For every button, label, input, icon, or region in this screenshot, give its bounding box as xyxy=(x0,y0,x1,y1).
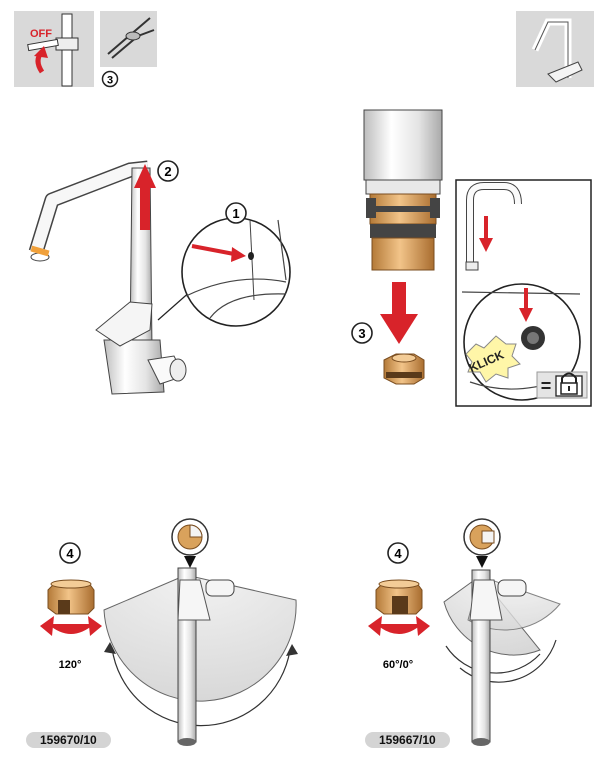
shutoff-valve-icon xyxy=(14,11,94,87)
click-detail-box xyxy=(455,179,592,407)
faucet-icon xyxy=(516,11,594,87)
pliers-icon xyxy=(100,11,157,67)
limit-nut-left xyxy=(40,579,102,636)
lever-left xyxy=(171,518,235,746)
equals-sign: = xyxy=(541,376,552,396)
step-badge-remove xyxy=(351,322,373,344)
step-badge-limit-left xyxy=(59,542,81,564)
limit-right-step-number: 4 xyxy=(394,546,402,561)
part-number-left: 159670/10 xyxy=(26,732,111,748)
step-badge-lift xyxy=(157,160,179,182)
step-badge-screw xyxy=(225,202,247,224)
magnified-grub-screw xyxy=(181,217,291,327)
angle-label-right: 60°/0° xyxy=(383,659,413,671)
part-number-right: 159667/10 xyxy=(365,732,450,748)
faucet-main xyxy=(28,160,187,395)
rotation-fan-left xyxy=(103,574,298,727)
lift-step-number: 2 xyxy=(164,164,171,179)
angle-label-left: 120° xyxy=(59,659,82,671)
lever-right xyxy=(463,518,527,746)
screw-step-number: 1 xyxy=(232,206,239,221)
limit-nut-right xyxy=(368,579,430,636)
remove-step-number: 3 xyxy=(358,326,365,341)
step-badge-tool xyxy=(101,70,119,88)
cartridge xyxy=(363,109,443,271)
step-badge-limit-right xyxy=(387,542,409,564)
down-arrow xyxy=(380,282,418,344)
tool-step-number: 3 xyxy=(107,75,113,87)
limit-left-step-number: 4 xyxy=(66,546,74,561)
lock-icon xyxy=(555,372,583,397)
off-label: OFF xyxy=(30,28,52,40)
lift-arrow xyxy=(134,164,156,230)
limit-nut xyxy=(383,353,425,385)
